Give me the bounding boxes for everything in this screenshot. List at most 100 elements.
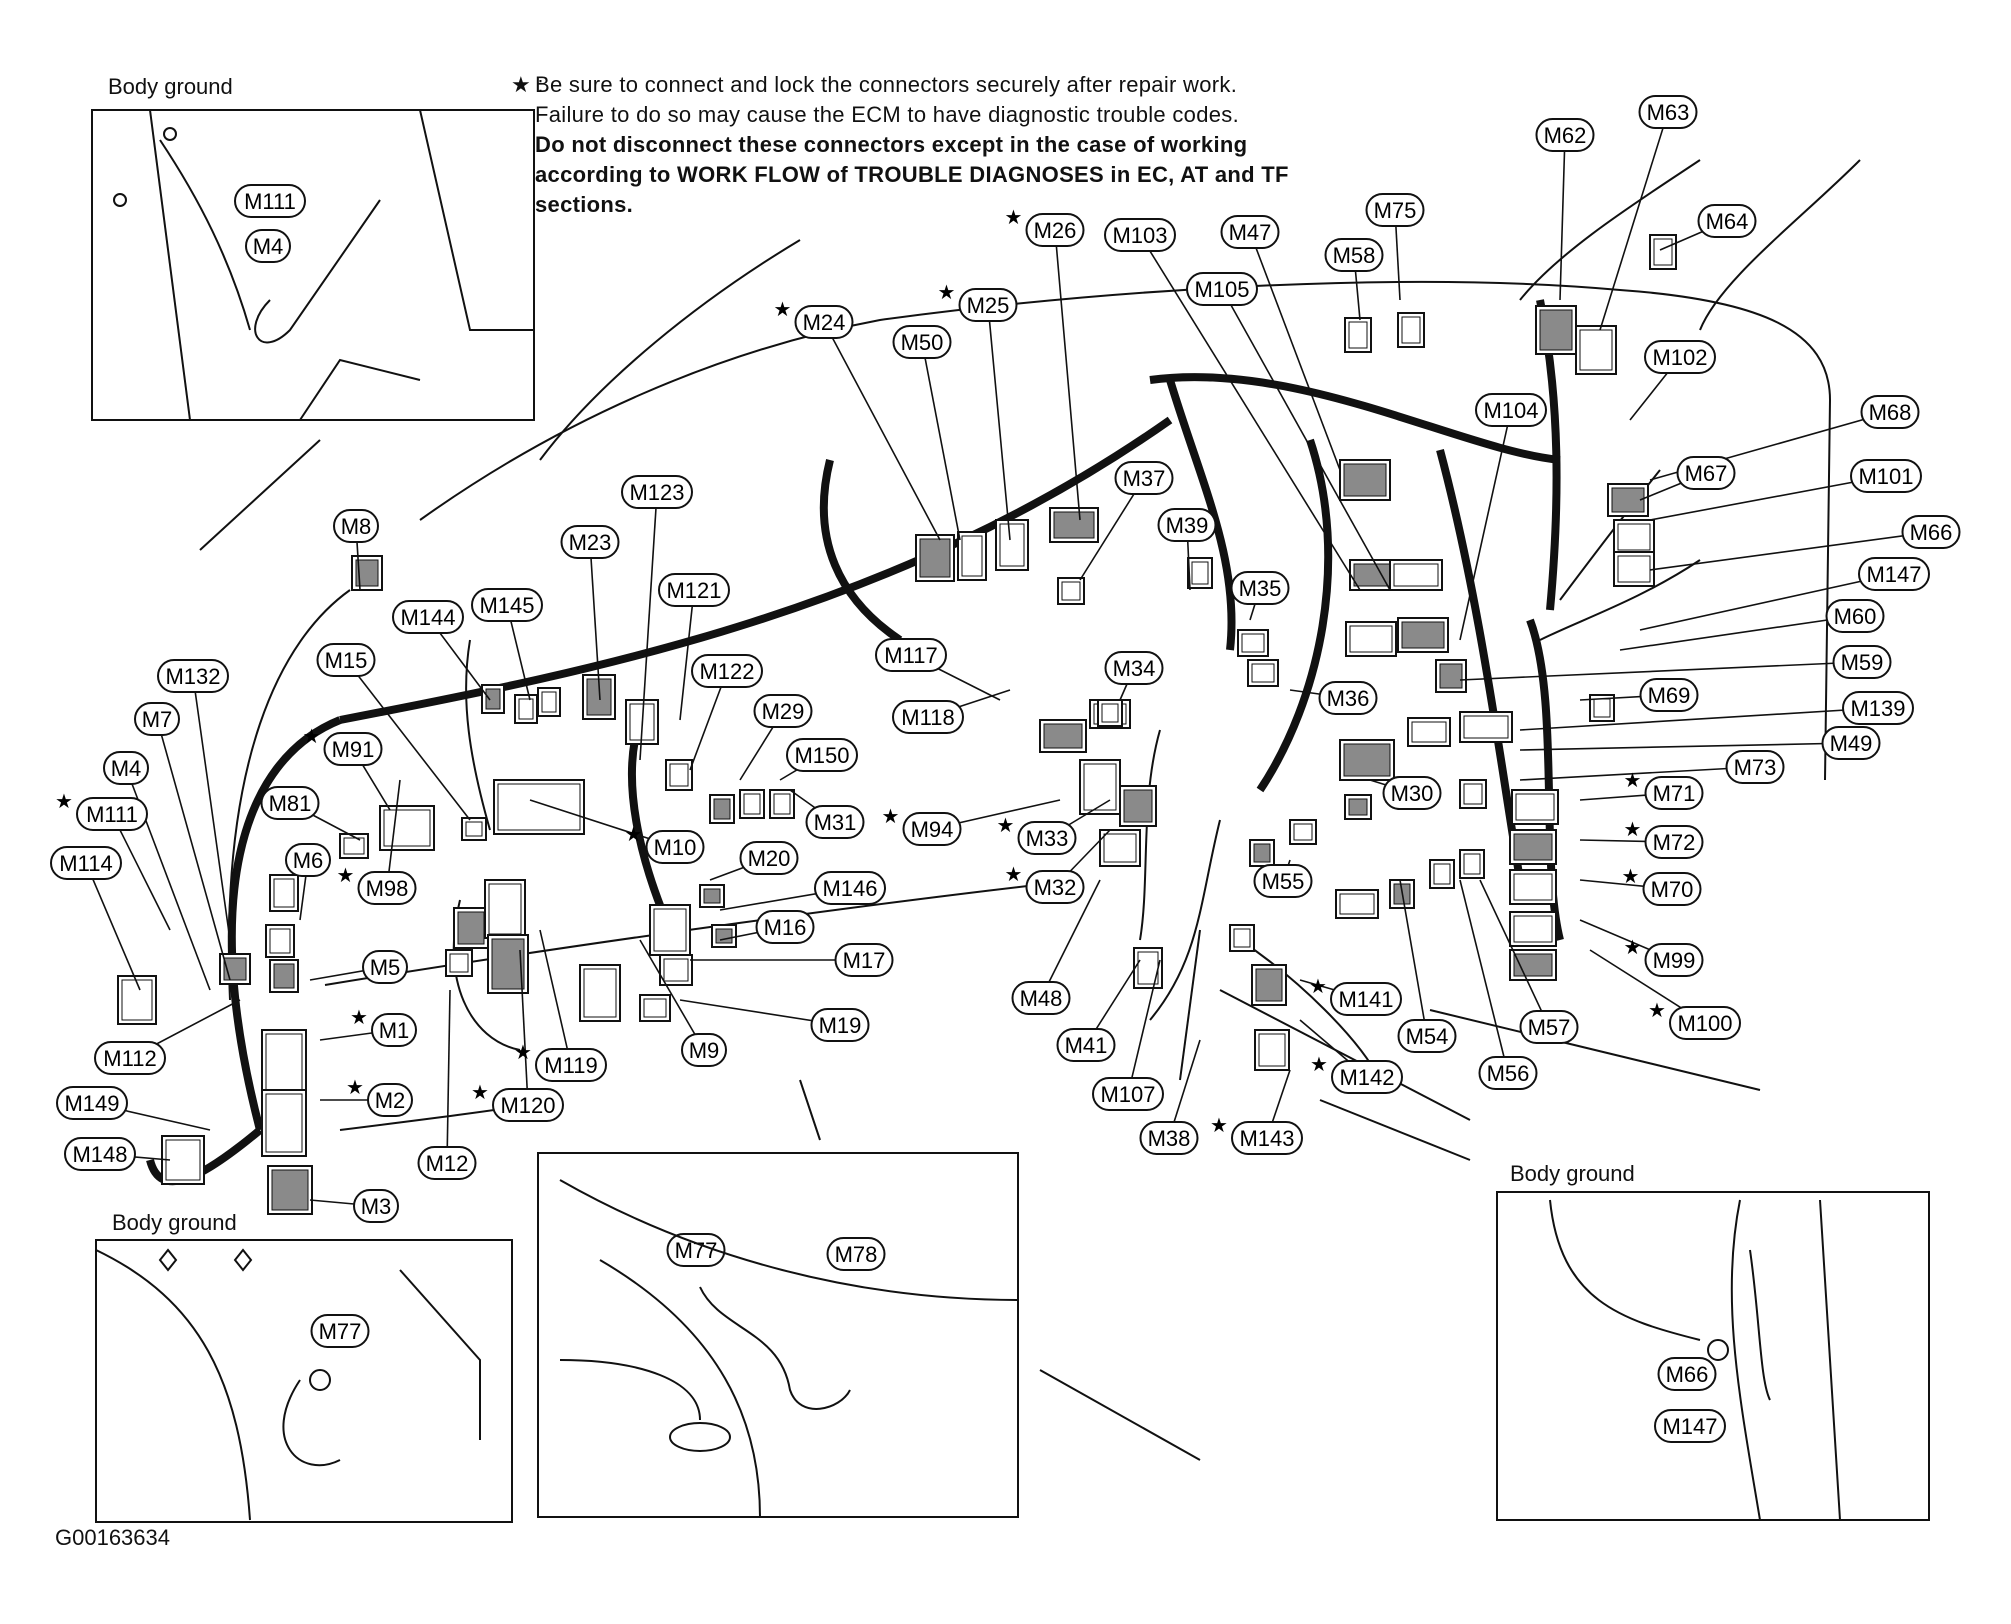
- inset-caption-bottom-right: Body ground: [1510, 1161, 1635, 1186]
- leader-line: [1139, 234, 1361, 591]
- callout-m32: M32★: [1005, 864, 1085, 904]
- callout-m101: M101: [1850, 459, 1922, 493]
- star-icon: ★: [1005, 207, 1023, 229]
- connector-face: [583, 968, 617, 1018]
- callout-m71: M71★: [1624, 770, 1704, 810]
- connector-face: [1401, 621, 1445, 649]
- callout-label: M121: [666, 578, 721, 603]
- callout-label: M4: [253, 234, 284, 259]
- callout-label: M26: [1034, 218, 1077, 243]
- callout-m9: M9: [681, 1033, 727, 1067]
- connector-face: [1513, 873, 1553, 901]
- callout-m144: M144: [392, 600, 464, 634]
- connector-face: [1463, 715, 1509, 739]
- leader-line: [921, 341, 961, 541]
- callout-pill: [1478, 1056, 1538, 1090]
- connector-face: [223, 957, 247, 981]
- connector-face: [273, 963, 295, 989]
- leader-line: [1459, 409, 1512, 641]
- inset-callout-top-left-m4: M4: [245, 229, 291, 263]
- callout-label: M104: [1483, 398, 1538, 423]
- inset-callout-bottom-right-m147: M147: [1654, 1409, 1726, 1443]
- callout-pill: [1104, 218, 1176, 252]
- connector-face: [1103, 833, 1137, 863]
- callout-label: M6: [293, 848, 324, 873]
- callout-pill: [1365, 193, 1425, 227]
- leader-line: [589, 541, 601, 701]
- callout-pill: [1318, 681, 1378, 715]
- callout-label: M141: [1338, 987, 1393, 1012]
- callout-m37: M37: [1114, 461, 1174, 495]
- connector-bodies: [117, 234, 1677, 1215]
- connector-body: [261, 1029, 307, 1097]
- callout-pill: [810, 1008, 870, 1042]
- connector-face: [541, 691, 557, 713]
- callout-label: M123: [629, 480, 684, 505]
- leader-line: [1249, 231, 1341, 471]
- callout-label: M1: [379, 1018, 410, 1043]
- leader-line: [1519, 707, 1879, 731]
- callout-pill: [535, 1048, 607, 1082]
- inset-callout-bottom-right-m66: M66: [1657, 1357, 1717, 1391]
- callout-m29: M29: [753, 694, 813, 728]
- callout-pill: [1535, 118, 1595, 152]
- leader-line: [1127, 959, 1161, 1095]
- connector-face: [653, 908, 687, 952]
- leader-line: [1459, 879, 1509, 1074]
- inset-callout-bottom-center-m77: M77: [666, 1233, 726, 1267]
- connector-face: [1241, 633, 1265, 653]
- callout-pill: [875, 638, 947, 672]
- callout-m72: M72★: [1624, 819, 1704, 859]
- callout-label: M94: [911, 817, 954, 842]
- callout-pill: [560, 525, 620, 559]
- callout-pill: [1114, 461, 1174, 495]
- connector-body: [1613, 519, 1655, 555]
- callout-pill: [371, 1013, 417, 1047]
- callout-pill: [1639, 678, 1699, 712]
- callout-label: M5: [370, 955, 401, 980]
- callout-pill: [56, 1086, 128, 1120]
- callout-label: M105: [1194, 277, 1249, 302]
- callout-label: M24: [803, 310, 846, 335]
- callout-pill: [1669, 1006, 1741, 1040]
- star-icon: ★: [1005, 864, 1023, 886]
- callout-m120: M120★: [471, 1082, 564, 1122]
- callout-pill: [739, 841, 799, 875]
- leader-line: [987, 304, 1011, 541]
- callout-pill: [1231, 1121, 1303, 1155]
- callout-pill: [1397, 1019, 1457, 1053]
- callout-label: M143: [1239, 1126, 1294, 1151]
- callout-label: M67: [1685, 461, 1728, 486]
- callout-m112: M112: [94, 1041, 166, 1075]
- callout-label: M49: [1830, 731, 1873, 756]
- connector-face: [269, 928, 291, 954]
- callout-label: M73: [1734, 755, 1777, 780]
- connector-face: [121, 979, 153, 1021]
- note-line-5: sections.: [535, 192, 634, 217]
- callout-label: M15: [325, 648, 368, 673]
- callout-m56: M56: [1478, 1056, 1538, 1090]
- connector-face: [1061, 581, 1081, 601]
- connector-body: [461, 817, 487, 841]
- callout-pill: [1475, 393, 1547, 427]
- callout-pill: [333, 509, 379, 543]
- connector-face: [663, 958, 689, 982]
- star-icon: ★: [1624, 937, 1642, 959]
- callout-pill: [1821, 726, 1881, 760]
- connector-face: [1513, 915, 1553, 943]
- connector-body: [957, 531, 987, 581]
- connector-face: [1348, 798, 1368, 816]
- callout-pill: [1644, 776, 1704, 810]
- callout-m121: M121: [658, 573, 730, 607]
- callout-pill: [892, 325, 952, 359]
- callout-pill: [1157, 508, 1217, 542]
- callout-label: M8: [341, 514, 372, 539]
- callout-label: M117: [884, 643, 937, 668]
- connector-face: [1349, 625, 1393, 653]
- callout-pill: [691, 654, 763, 688]
- star-icon: ★: [1622, 866, 1640, 888]
- callout-m59: M59: [1832, 645, 1892, 679]
- connector-body: [1254, 1029, 1290, 1071]
- callout-label: M103: [1112, 223, 1167, 248]
